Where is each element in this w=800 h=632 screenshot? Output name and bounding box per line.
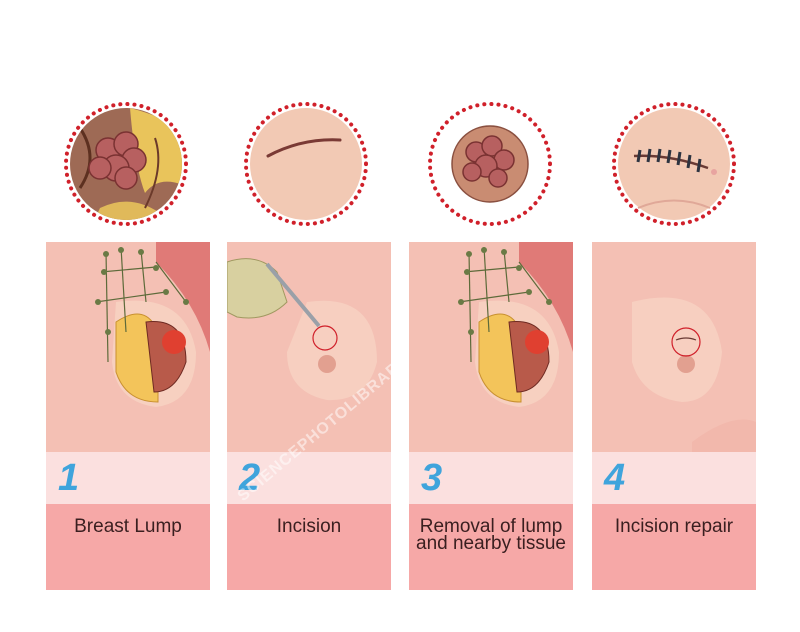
detail-circle-removed-lump [424,98,556,230]
step-panel-3: 3 Removal of lump and nearby tissue [409,242,573,590]
step-label-band: Removal of lump and nearby tissue [409,504,573,590]
incision-illustration [227,242,391,452]
step-panel-2: 2 Incision [227,242,391,590]
step-number-band: 4 [592,452,756,504]
step-label-band: Incision [227,504,391,590]
detail-circle-lump [60,98,192,230]
repair-illustration [592,242,756,452]
step-number: 4 [604,457,626,499]
detail-circle-sutures [608,98,740,230]
step-number-band: 1 [46,452,210,504]
step-label-band: Breast Lump [46,504,210,590]
step-panel-4: 4 Incision repair [592,242,756,590]
step-label: Incision [276,516,342,537]
step-number: 2 [239,457,261,499]
step-panel-1: 1 Breast Lump [46,242,210,590]
detail-circle-incision [240,98,372,230]
step-label: Breast Lump [74,516,182,537]
step-number: 1 [58,457,80,499]
step-label: Incision repair [614,516,734,537]
step-number-band: 3 [409,452,573,504]
removal-illustration [409,242,573,452]
breast-anatomy-illustration [46,242,210,452]
step-number-band: 2 [227,452,391,504]
step-label-band: Incision repair [592,504,756,590]
step-label: Removal of lump and nearby tissue [416,516,566,554]
step-number: 3 [421,457,443,499]
